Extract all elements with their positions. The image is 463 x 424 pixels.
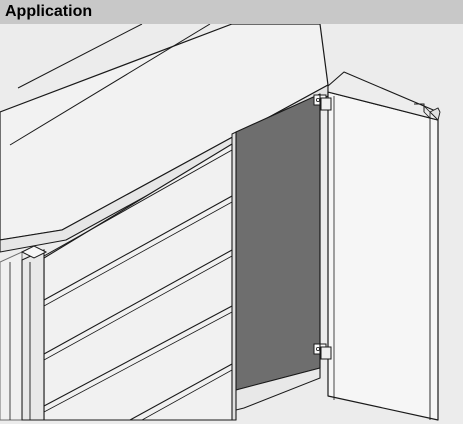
cabinet-door-hinge-illustration-icon <box>0 24 463 424</box>
cabinet-illustration <box>0 24 463 424</box>
section-title: Application <box>5 3 93 20</box>
section-header: Application <box>0 0 463 24</box>
